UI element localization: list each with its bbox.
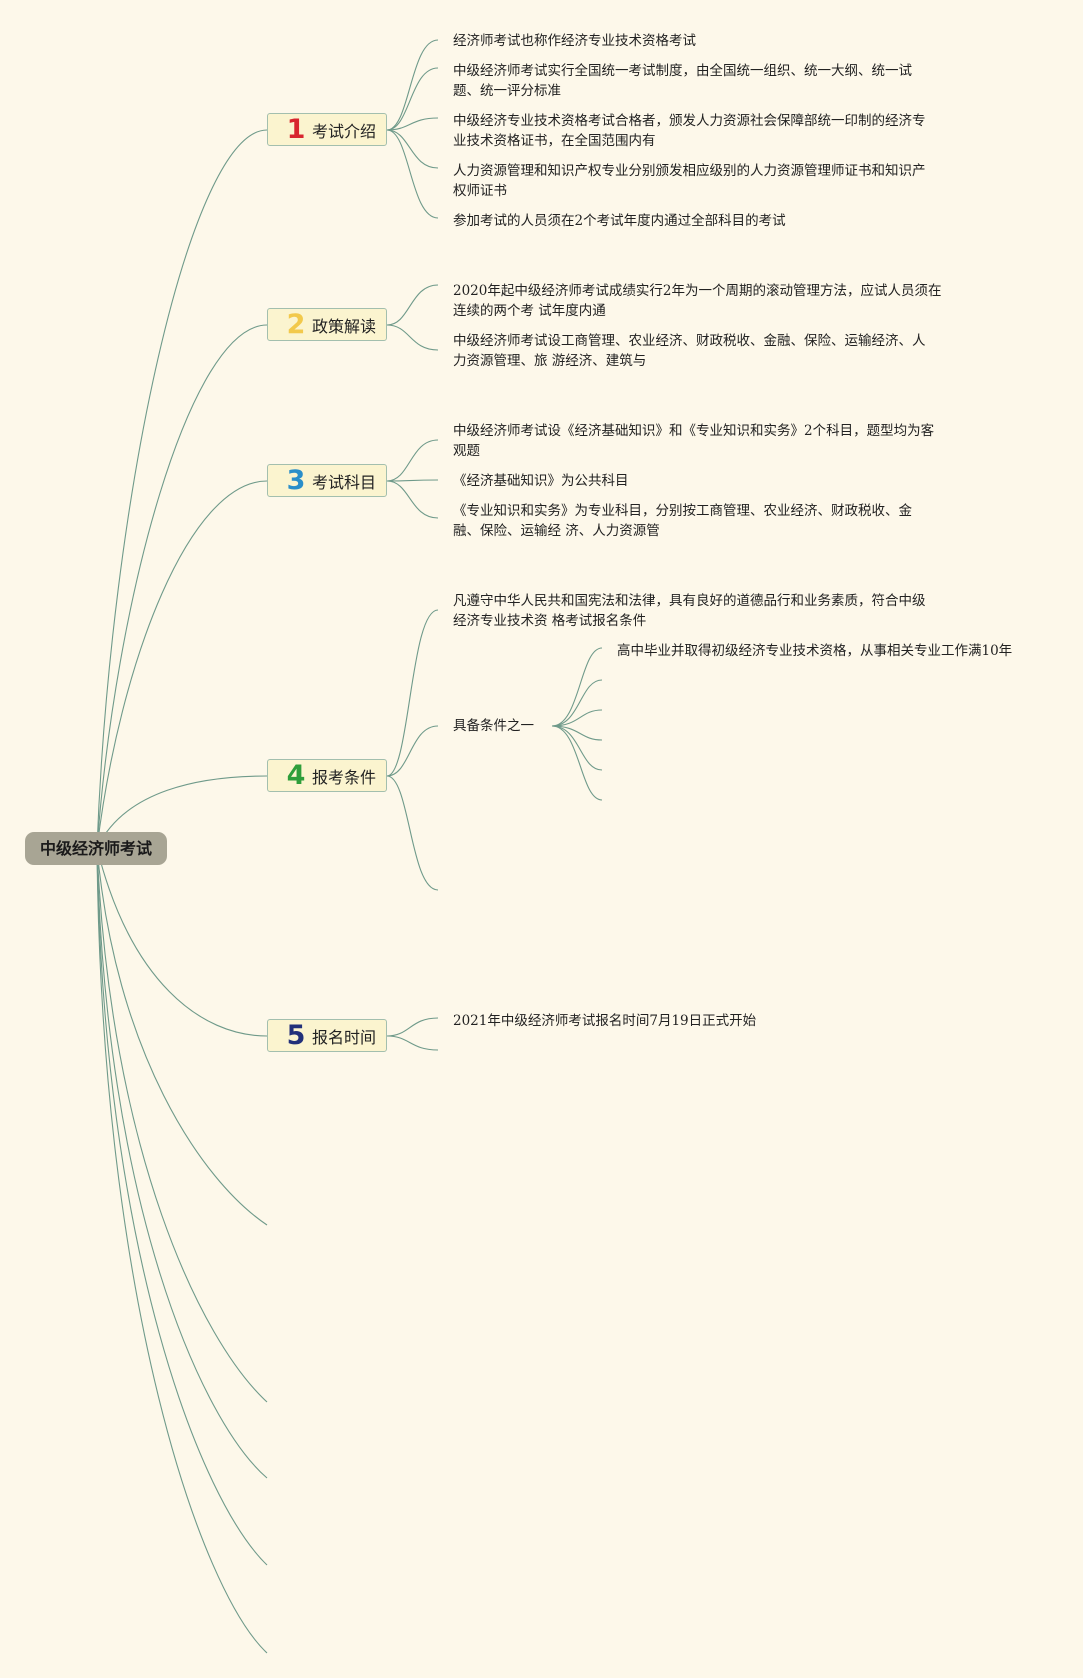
number-3-icon: 3 [286,464,306,496]
leaf-intro-5[interactable]: 参加考试的人员须在2个考试年度内通过全部科目的考试 [453,213,786,229]
leaf-subjects-2[interactable]: 《经济基础知识》为公共科目 [453,473,629,489]
leaf-policy-1[interactable]: 2020年起中级经济师考试成绩实行2年为一个周期的滚动管理方法，应试人员须在 连… [453,283,942,319]
connector-root-empty-5 [96,847,268,1654]
leaf-intro-4[interactable]: 人力资源管理和知识产权专业分别颁发相应级别的人力资源管理师证书和知识产 权师证书 [453,163,926,199]
number-1-icon: 1 [286,113,306,145]
topic-label: 考试介绍 [312,121,377,141]
connector-root-topic4 [96,775,268,849]
connector-root-topic5 [96,847,268,1037]
leaf-subjects-1[interactable]: 中级经济师考试设《经济基础知识》和《专业知识和实务》2个科目，题型均为客 观题 [453,423,935,459]
number-5-icon: 5 [286,1019,306,1051]
connector-root-topic2 [96,324,268,849]
topic-registration-time[interactable]: 5 报名时间 [267,1019,387,1052]
topic-subjects[interactable]: 3 考试科目 [267,464,387,497]
topic-label: 政策解读 [312,316,377,336]
connector-root-empty-3 [96,847,268,1479]
number-2-icon: 2 [286,308,306,340]
number-4-icon: 4 [286,759,306,791]
subleaf-requirements-1[interactable]: 高中毕业并取得初级经济专业技术资格，从事相关专业工作满10年 [617,643,1013,659]
topic-policy[interactable]: 2 政策解读 [267,308,387,341]
connector-root-topic3 [96,480,268,849]
leaf-subjects-3[interactable]: 《专业知识和实务》为专业科目，分别按工商管理、农业经济、财政税收、金 融、保险、… [453,503,912,539]
connector-root-empty-2 [96,847,268,1403]
leaf-registration-1[interactable]: 2021年中级经济师考试报名时间7月19日正式开始 [453,1013,757,1029]
leaf-intro-1[interactable]: 经济师考试也称作经济专业技术资格考试 [453,33,696,49]
leaf-intro-3[interactable]: 中级经济专业技术资格考试合格者，颁发人力资源社会保障部统一印制的经济专 业技术资… [453,113,926,149]
connector-root-topic1 [96,129,268,849]
leaf-intro-2[interactable]: 中级经济师考试实行全国统一考试制度，由全国统一组织、统一大纲、统一试 题、统一评… [453,63,912,99]
connector-root-empty-1 [96,847,268,1226]
leaf-requirements-1[interactable]: 凡遵守中华人民共和国宪法和法律，具有良好的道德品行和业务素质，符合中级 经济专业… [453,593,926,629]
leaf-requirements-condition[interactable]: 具备条件之一 [453,718,534,734]
topic-label: 考试科目 [312,472,377,492]
root-node[interactable]: 中级经济师考试 [25,832,167,865]
leaf-policy-2[interactable]: 中级经济师考试设工商管理、农业经济、财政税收、金融、保险、运输经济、人 力资源管… [453,333,926,369]
topic-requirements[interactable]: 4 报考条件 [267,759,387,792]
topic-label: 报考条件 [312,767,377,787]
topic-exam-intro[interactable]: 1 考试介绍 [267,113,387,146]
topic-label: 报名时间 [312,1027,377,1047]
connector-root-empty-4 [96,847,268,1566]
